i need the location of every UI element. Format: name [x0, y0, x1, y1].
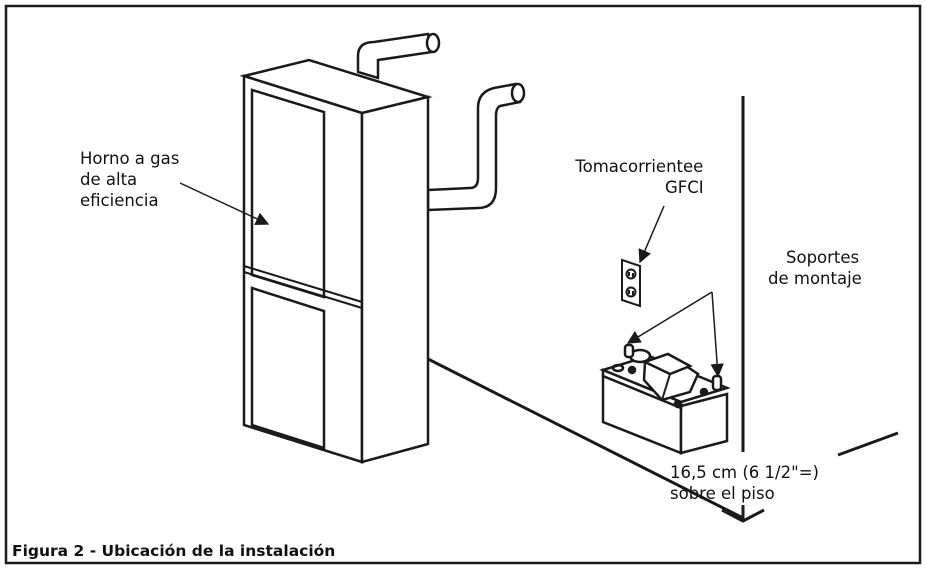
leader-arrows	[179, 182, 724, 378]
furnace-illustration	[239, 32, 526, 464]
brackets-label: Soportes de montaje	[768, 247, 862, 289]
figure-frame	[4, 4, 922, 565]
room-lines	[427, 96, 899, 523]
figure-caption: Figura 2 - Ubicación de la instalación	[12, 542, 336, 560]
height-label-line: sobre el piso	[670, 484, 775, 503]
furnace-label-line: Horno a gas	[80, 149, 180, 168]
outlet-label-line: Tomacorrientee	[575, 157, 704, 176]
brackets-label-line: Soportes	[786, 248, 860, 267]
height-label: 16,5 cm (6 1/2"=) sobre el piso	[670, 462, 819, 504]
outlet-label: Tomacorrientee GFCI	[575, 156, 704, 198]
gfci-outlet-illustration	[621, 258, 641, 308]
furnace-label-line: eficiencia	[80, 191, 159, 210]
height-label-line: 16,5 cm (6 1/2"=)	[670, 463, 819, 482]
outlet-label-line: GFCI	[665, 178, 704, 197]
brackets-label-line: de montaje	[768, 269, 862, 288]
furnace-label-line: de alta	[80, 170, 138, 189]
condensate-pump-illustration	[599, 343, 731, 455]
furnace-label: Horno a gas de alta eficiencia	[80, 148, 179, 211]
